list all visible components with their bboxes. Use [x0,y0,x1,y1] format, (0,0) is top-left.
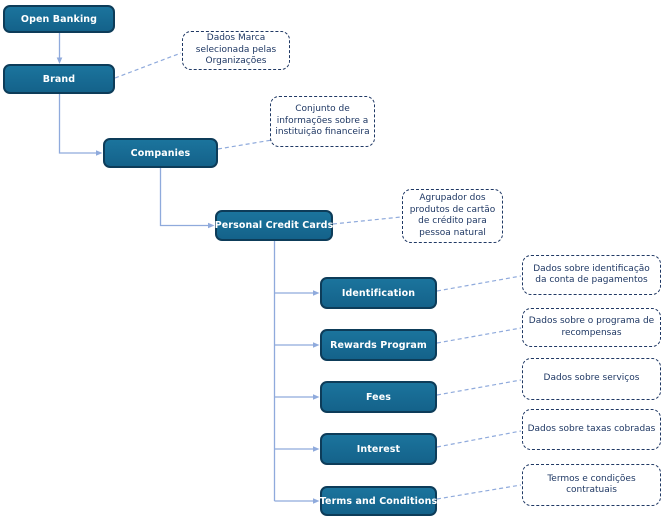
node-brand[interactable]: Brand [3,64,115,94]
node-label: Identification [341,287,416,299]
node-open-banking[interactable]: Open Banking [3,5,115,33]
note-brand[interactable]: Dados Marca selecionada pelas Organizaçõ… [182,31,290,70]
callout-line-terms [436,484,522,500]
node-label: Brand [42,73,76,85]
node-label: Interest [356,443,401,455]
edge-companies-pcc [159,168,215,229]
note-text: Dados sobre o programa de recompensas [528,316,655,338]
node-label: Companies [130,147,191,159]
callout-line-pcc [332,216,402,225]
node-personal-credit-cards[interactable]: Personal Credit Cards [215,210,333,241]
note-text: Dados Marca selecionada pelas Organizaçõ… [195,33,277,67]
node-rewards-program[interactable]: Rewards Program [320,329,437,361]
note-text: Dados sobre serviços [543,373,640,384]
note-text: Conjunto de informações sobre a institui… [275,104,370,138]
node-label: Fees [365,391,392,403]
node-fees[interactable]: Fees [320,381,437,413]
node-label: Open Banking [20,13,98,25]
note-text: Dados sobre identificação da conta de pa… [533,263,650,286]
node-label: Terms and Conditions [319,495,438,507]
note-companies[interactable]: Conjunto de informações sobre a institui… [270,96,375,147]
node-identification[interactable]: Identification [320,277,437,309]
note-rewards-program[interactable]: Dados sobre o programa de recompensas [522,308,661,347]
callout-line-rewards [436,327,522,344]
note-text: Termos e condições contratuais [547,473,636,496]
node-label: Rewards Program [330,339,427,351]
note-personal-credit-cards[interactable]: Agrupador dos produtos de cartão de créd… [402,189,503,243]
node-companies[interactable]: Companies [103,138,218,168]
node-interest[interactable]: Interest [320,433,437,465]
note-fees[interactable]: Dados sobre serviços [522,358,661,400]
note-interest[interactable]: Dados sobre taxas cobradas [522,409,661,450]
callout-line-interest [436,430,522,448]
node-label: Personal Credit Cards [214,220,334,231]
node-terms-and-conditions[interactable]: Terms and Conditions [320,486,437,516]
edge-brand-companies [58,94,103,156]
callout-line-identification [436,275,522,292]
callout-line-brand [114,52,182,79]
note-text: Dados sobre taxas cobradas [527,423,656,434]
callout-line-fees [436,379,522,396]
note-identification[interactable]: Dados sobre identificação da conta de pa… [522,255,661,295]
note-terms-and-conditions[interactable]: Termos e condições contratuais [522,464,661,506]
note-text: Agrupador dos produtos de cartão de créd… [409,193,496,238]
callout-line-companies [217,138,279,150]
